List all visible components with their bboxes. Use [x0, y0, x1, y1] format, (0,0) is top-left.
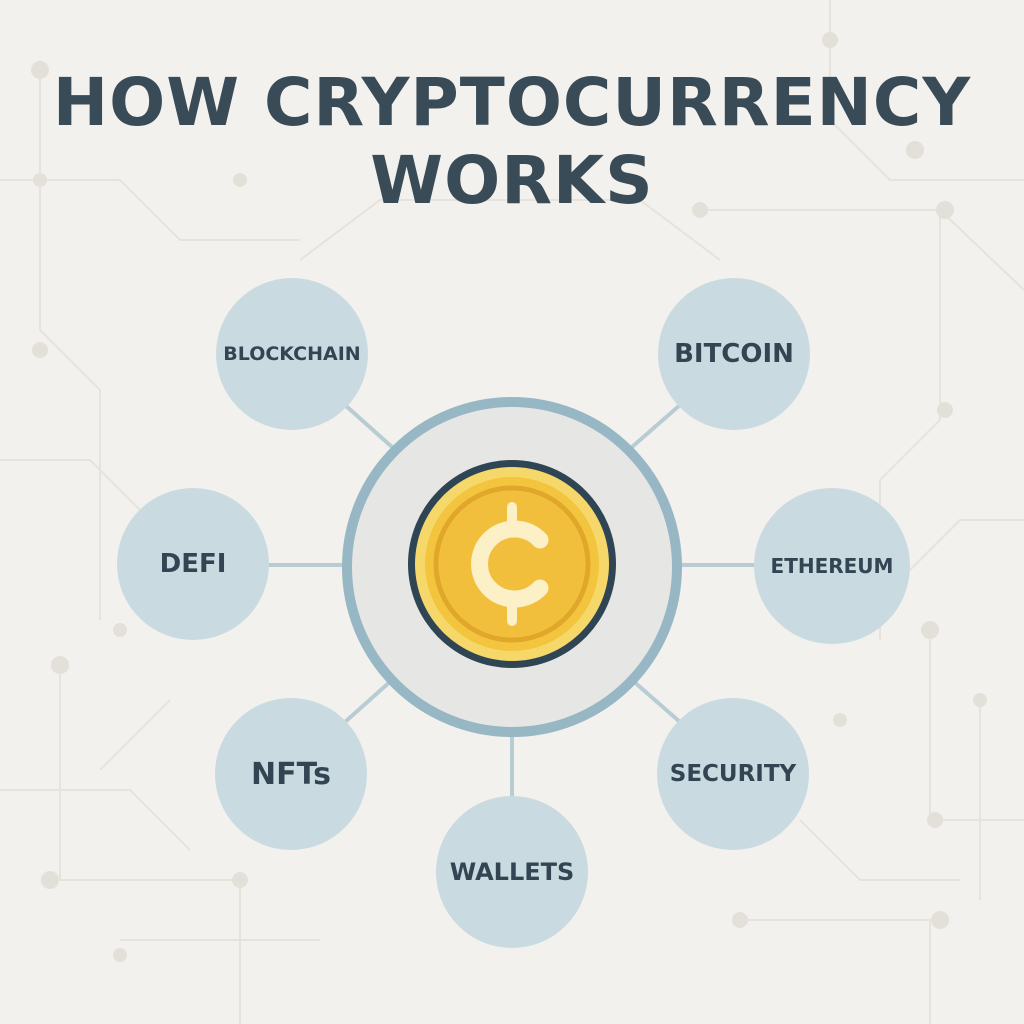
cent-coin-icon	[408, 460, 616, 668]
topic-label-ethereum: ETHEREUM	[770, 554, 894, 578]
topic-label-wallets: WALLETS	[449, 858, 575, 886]
topic-label-blockchain: BLOCKCHAIN	[223, 343, 361, 365]
hub-ring	[342, 397, 682, 737]
title-line-2: WORKS	[370, 142, 654, 219]
connector-nfts	[343, 678, 394, 724]
page-title: HOW CRYPTOCURRENCY WORKS	[0, 64, 1024, 220]
connector-bitcoin	[630, 403, 682, 449]
title-line-1: HOW CRYPTOCURRENCY	[52, 64, 972, 141]
topic-node-nfts: NFTs	[215, 698, 367, 850]
topic-label-nfts: NFTs	[251, 756, 331, 792]
topic-node-defi: DEFI	[117, 488, 269, 640]
connector-security	[630, 678, 682, 724]
topic-node-bitcoin: BITCOIN	[658, 278, 810, 430]
connector-blockchain	[343, 403, 394, 449]
topic-node-blockchain: BLOCKCHAIN	[216, 278, 368, 430]
topic-label-bitcoin: BITCOIN	[674, 339, 794, 369]
topic-label-security: SECURITY	[669, 761, 797, 787]
topic-node-ethereum: ETHEREUM	[754, 488, 910, 644]
topic-node-wallets: WALLETS	[436, 796, 588, 948]
topic-node-security: SECURITY	[657, 698, 809, 850]
topic-label-defi: DEFI	[159, 549, 227, 579]
